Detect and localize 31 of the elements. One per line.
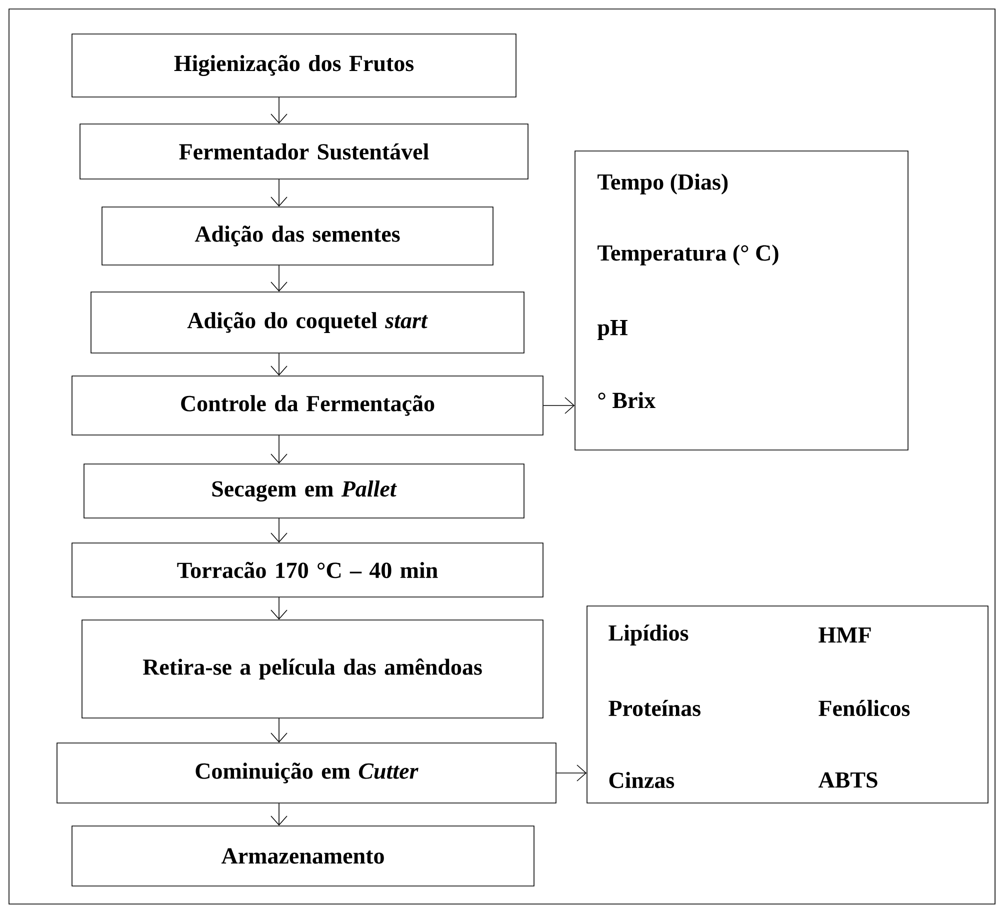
process-box: Fermentador Sustentável — [80, 124, 528, 180]
process-box: Adição do coquetel start — [90, 292, 524, 354]
parameter-text: Tempo (Dias) — [598, 174, 728, 194]
arrow — [270, 597, 288, 620]
process-box: Higienização dos Frutos — [72, 34, 516, 98]
parameter-text: Fenólicos — [818, 700, 910, 716]
arrow — [270, 179, 288, 207]
parameter-text: Cinzas — [609, 772, 674, 788]
arrow — [270, 265, 288, 292]
process-box: Adição das sementes — [102, 206, 494, 266]
arrow — [270, 518, 288, 543]
arrow — [270, 97, 288, 124]
process-box: Retira-se a película das amêndoas — [82, 620, 544, 718]
parameter-text: Proteínas — [608, 700, 700, 716]
parameter-text: ° Brix — [598, 392, 656, 408]
arrow — [556, 764, 587, 782]
process-box: Cominuição em Cutter — [56, 742, 556, 804]
arrow — [270, 435, 288, 464]
parameter-text: HMF — [818, 627, 871, 643]
arrow — [543, 397, 575, 414]
arrow — [270, 718, 288, 743]
parameter-text: ABTS — [818, 772, 878, 788]
parameter-text: Temperatura (° C) — [598, 244, 778, 266]
process-box: Torracão 170 °C – 40 min — [72, 542, 544, 598]
parameter-text: Lipídios — [608, 624, 688, 646]
process-box: Armazenamento — [72, 826, 534, 886]
process-box: Secagem em Pallet — [84, 464, 524, 518]
arrow — [270, 803, 288, 826]
arrow — [270, 353, 288, 376]
parameter-text: pH — [598, 320, 628, 340]
process-box: Controle da Fermentação — [72, 376, 544, 436]
